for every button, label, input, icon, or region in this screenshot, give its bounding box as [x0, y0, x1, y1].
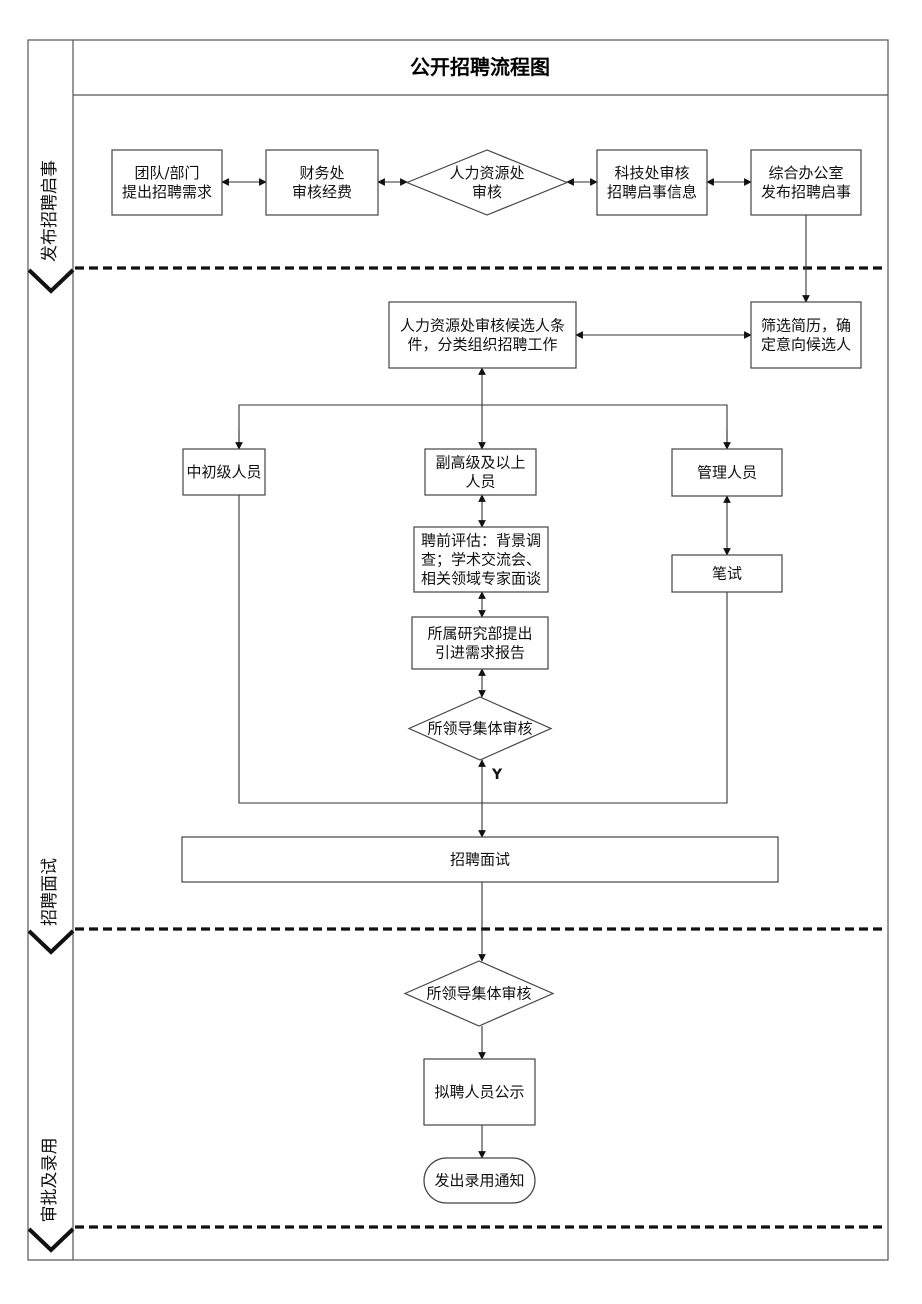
process-box	[182, 448, 266, 496]
terminal-shape	[423, 1157, 536, 1204]
edge-label-yes: Y	[491, 767, 503, 783]
outer-frame	[27, 39, 889, 1261]
node-leader-review-1: 所领导集体审核	[407, 696, 553, 761]
lane-label-interview: 招聘面试	[40, 858, 60, 926]
decision-diamond	[405, 149, 569, 216]
node-label-line: 相关领域专家面谈	[421, 570, 541, 588]
node-label-line: 人力资源处	[449, 164, 524, 182]
node-label-line: 综合办公室	[768, 164, 843, 182]
process-box	[181, 836, 779, 883]
process-box	[750, 301, 862, 369]
lane-label-approve: 审批及录用	[40, 1138, 60, 1223]
node-offer-notice: 发出录用通知	[423, 1157, 536, 1204]
process-box	[388, 301, 577, 369]
process-box	[265, 149, 379, 216]
process-box	[671, 448, 783, 497]
node-interview: 招聘面试	[181, 836, 779, 883]
process-box	[424, 448, 537, 496]
node-label-line: 财务处	[299, 164, 344, 182]
decision-diamond	[407, 696, 553, 761]
node-label-line: 笔试	[712, 565, 742, 583]
node-label-line: 副高级及以上	[435, 454, 525, 472]
node-label-line: 所领导集体审核	[426, 985, 531, 1003]
process-box	[111, 149, 223, 216]
node-publicity: 拟聘人员公示	[423, 1058, 536, 1126]
edge-branch-bus	[238, 404, 728, 449]
lane-chevron-2-icon	[27, 929, 75, 955]
nodes: 团队/部门提出招聘需求财务处审核经费人力资源处审核科技处审核招聘启事信息综合办公…	[111, 149, 862, 1204]
node-label-line: 审核经费	[292, 183, 352, 201]
lane-label-publish: 发布招聘启事	[40, 160, 60, 262]
node-label-line: 定意向候选人	[761, 336, 851, 354]
process-box	[596, 149, 708, 216]
node-hr-review: 人力资源处审核	[405, 149, 569, 216]
node-label-line: 所领导集体审核	[427, 720, 532, 738]
process-box	[423, 1058, 536, 1126]
node-label-line: 招聘面试	[450, 851, 510, 869]
node-junior-staff: 中初级人员	[182, 448, 266, 496]
node-label-line: 引进需求报告	[435, 644, 525, 662]
node-label-line: 查；学术交流会、	[421, 551, 541, 569]
process-box	[671, 554, 783, 593]
node-leader-review-2: 所领导集体审核	[403, 960, 555, 1027]
node-label-line: 中初级人员	[186, 463, 261, 481]
node-label-line: 管理人员	[697, 464, 757, 482]
process-box	[413, 526, 549, 593]
node-label-line: 科技处审核	[614, 164, 689, 182]
node-label-line: 筛选简历，确	[761, 317, 851, 335]
node-label-line: 发出录用通知	[434, 1172, 524, 1190]
decision-diamond	[403, 960, 555, 1027]
lane-chevron-3-icon	[27, 1227, 75, 1253]
node-management-staff: 管理人员	[671, 448, 783, 497]
process-box	[411, 616, 549, 670]
node-label-line: 件，分类组织招聘工作	[407, 336, 557, 354]
node-label-line: 拟聘人员公示	[434, 1083, 524, 1101]
node-label-line: 提出招聘需求	[122, 183, 212, 201]
node-label-line: 人员	[465, 473, 495, 491]
node-label-line: 人力资源处审核候选人条	[400, 317, 565, 335]
node-label-line: 所属研究部提出	[427, 625, 532, 643]
node-label-line: 聘前评估：背景调	[421, 532, 541, 550]
connectors	[221, 178, 810, 1159]
node-label-line: 招聘启事信息	[607, 183, 697, 201]
page-title: 公开招聘流程图	[410, 55, 550, 79]
node-label-line: 团队/部门	[134, 164, 199, 182]
process-box	[750, 149, 862, 216]
node-label-line: 审核	[472, 183, 502, 201]
lane-chevron-1-icon	[27, 268, 75, 294]
node-written-test: 笔试	[671, 554, 783, 593]
node-label-line: 发布招聘启事	[761, 183, 851, 201]
